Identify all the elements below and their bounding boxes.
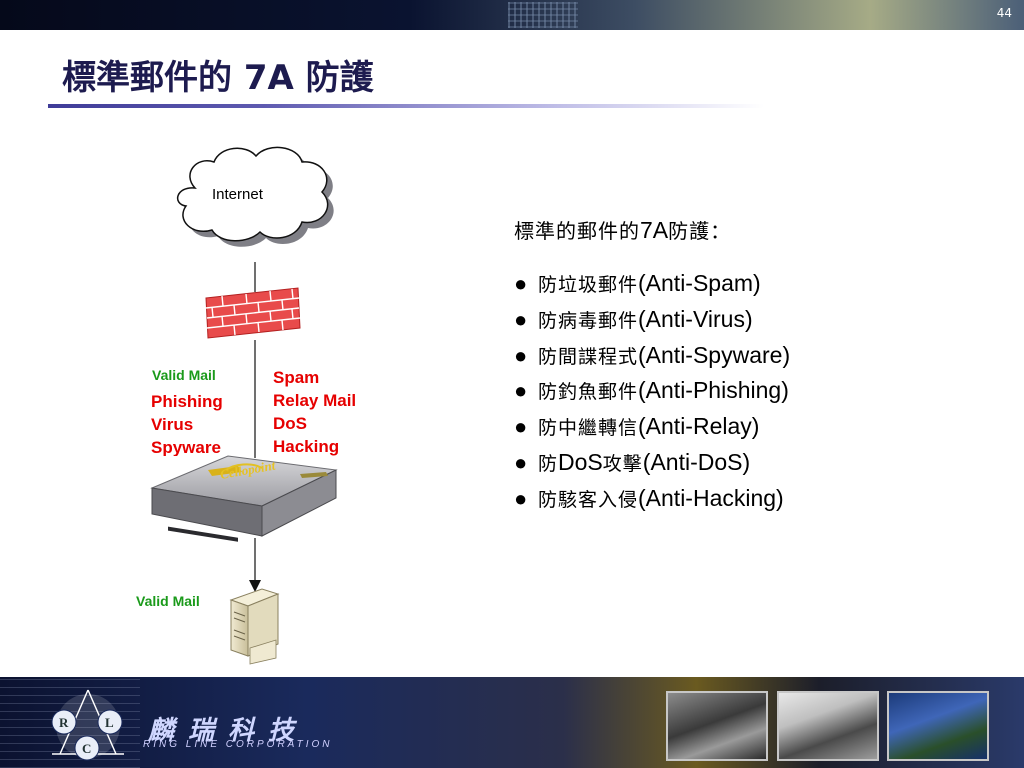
list-item: ● 防DoS攻擊(Anti-DoS): [514, 446, 984, 482]
bullet-icon: ●: [514, 449, 528, 475]
feature-heading-7a: 7A: [640, 217, 669, 243]
mail-server-icon: [229, 588, 280, 665]
threat-virus-label: Virus: [151, 415, 194, 434]
threat-relay-mail-label: Relay Mail: [273, 391, 357, 410]
protection-feature-panel: 標準的郵件的7A防護： ●防垃圾郵件(Anti-Spam) ●防病毒郵件(Ant…: [514, 215, 984, 518]
threats-right-list: Spam Relay Mail DoS Hacking: [273, 366, 393, 456]
feature-en: (Anti-DoS): [642, 448, 751, 475]
feature-zh: 防: [538, 452, 559, 475]
slide-title: 標準郵件的 7A 防護: [62, 58, 374, 98]
feature-heading-zh: 標準的郵件的: [514, 219, 640, 243]
page-number: 44: [996, 6, 1012, 20]
feature-en: (Anti-Relay): [638, 413, 760, 440]
banner-grid-pattern: [508, 2, 578, 28]
feature-en: (Anti-Phishing): [638, 377, 789, 404]
mail-gateway-appliance-icon: [150, 455, 338, 542]
valid-mail-label: Valid Mail: [152, 367, 216, 383]
feature-heading: 標準的郵件的7A防護：: [514, 215, 984, 243]
valid-mail-delivered-label: Valid Mail: [136, 593, 200, 609]
threat-spyware-label: Spyware: [151, 438, 221, 456]
feature-en: (Anti-Spam): [638, 270, 761, 296]
bullet-icon: ●: [514, 378, 528, 404]
feature-zh: 防釣魚郵件: [538, 381, 639, 404]
footer-banner: [0, 677, 1024, 768]
firewall-icon: [205, 287, 301, 339]
threat-spam-label: Spam: [273, 368, 320, 387]
feature-zh: 防中繼轉信: [538, 417, 639, 440]
list-item: ● 防駭客入侵(Anti-Hacking): [514, 482, 984, 518]
list-item: ● 防病毒郵件(Anti-Virus): [514, 303, 984, 339]
list-item: ● 防釣魚郵件(Anti-Phishing): [514, 374, 984, 410]
feature-en: (Anti-Virus): [638, 305, 753, 332]
company-name-english: RING LINE CORPORATION: [143, 739, 333, 750]
company-logo-icon: R L C: [51, 689, 124, 761]
threat-hacking-label: Hacking: [273, 437, 340, 456]
threat-phishing-label: Phishing: [151, 392, 223, 411]
team-photo-image: [666, 691, 768, 761]
logo-letter-r: R: [59, 715, 69, 730]
feature-zh: 防駭客入侵: [538, 488, 639, 511]
feature-en: (Anti-Hacking): [638, 484, 784, 511]
feature-zh: 防間諜程式: [538, 345, 639, 368]
title-underline: [48, 104, 764, 108]
feature-en: (Anti-Spyware): [638, 341, 791, 368]
list-item: ● 防垃圾郵件(Anti-Spam): [514, 267, 984, 303]
internet-label: Internet: [212, 186, 263, 203]
feature-heading-suffix: 防護：: [668, 219, 732, 243]
feature-dos: DoS: [558, 448, 603, 475]
bullet-icon: ●: [514, 414, 528, 440]
logo-letter-c: C: [82, 741, 91, 756]
feature-zh-attack: 攻擊: [602, 452, 643, 475]
feature-zh: 防病毒郵件: [538, 309, 639, 332]
bullet-icon: ●: [514, 271, 528, 296]
bullet-icon: ●: [514, 342, 528, 368]
top-banner: 44: [0, 0, 1024, 30]
meeting-photo-image: [777, 691, 879, 761]
company-name-chinese: 麟瑞科技: [148, 716, 309, 746]
internet-cloud-icon: [176, 146, 334, 247]
feature-zh: 防垃圾郵件: [538, 274, 639, 296]
list-item: ● 防中繼轉信(Anti-Relay): [514, 410, 984, 446]
feature-list: ● 防垃圾郵件(Anti-Spam) ● 防病毒郵件(Anti-Virus) ● 防間…: [514, 267, 984, 518]
network-photo-image: [887, 691, 989, 761]
bullet-icon: ●: [514, 485, 528, 511]
threat-dos-label: DoS: [273, 414, 307, 433]
list-item: ● 防間諜程式(Anti-Spyware): [514, 339, 984, 375]
threats-left-list: Phishing Virus Spyware: [151, 390, 261, 456]
bullet-icon: ●: [514, 306, 528, 332]
logo-letter-l: L: [105, 715, 114, 730]
